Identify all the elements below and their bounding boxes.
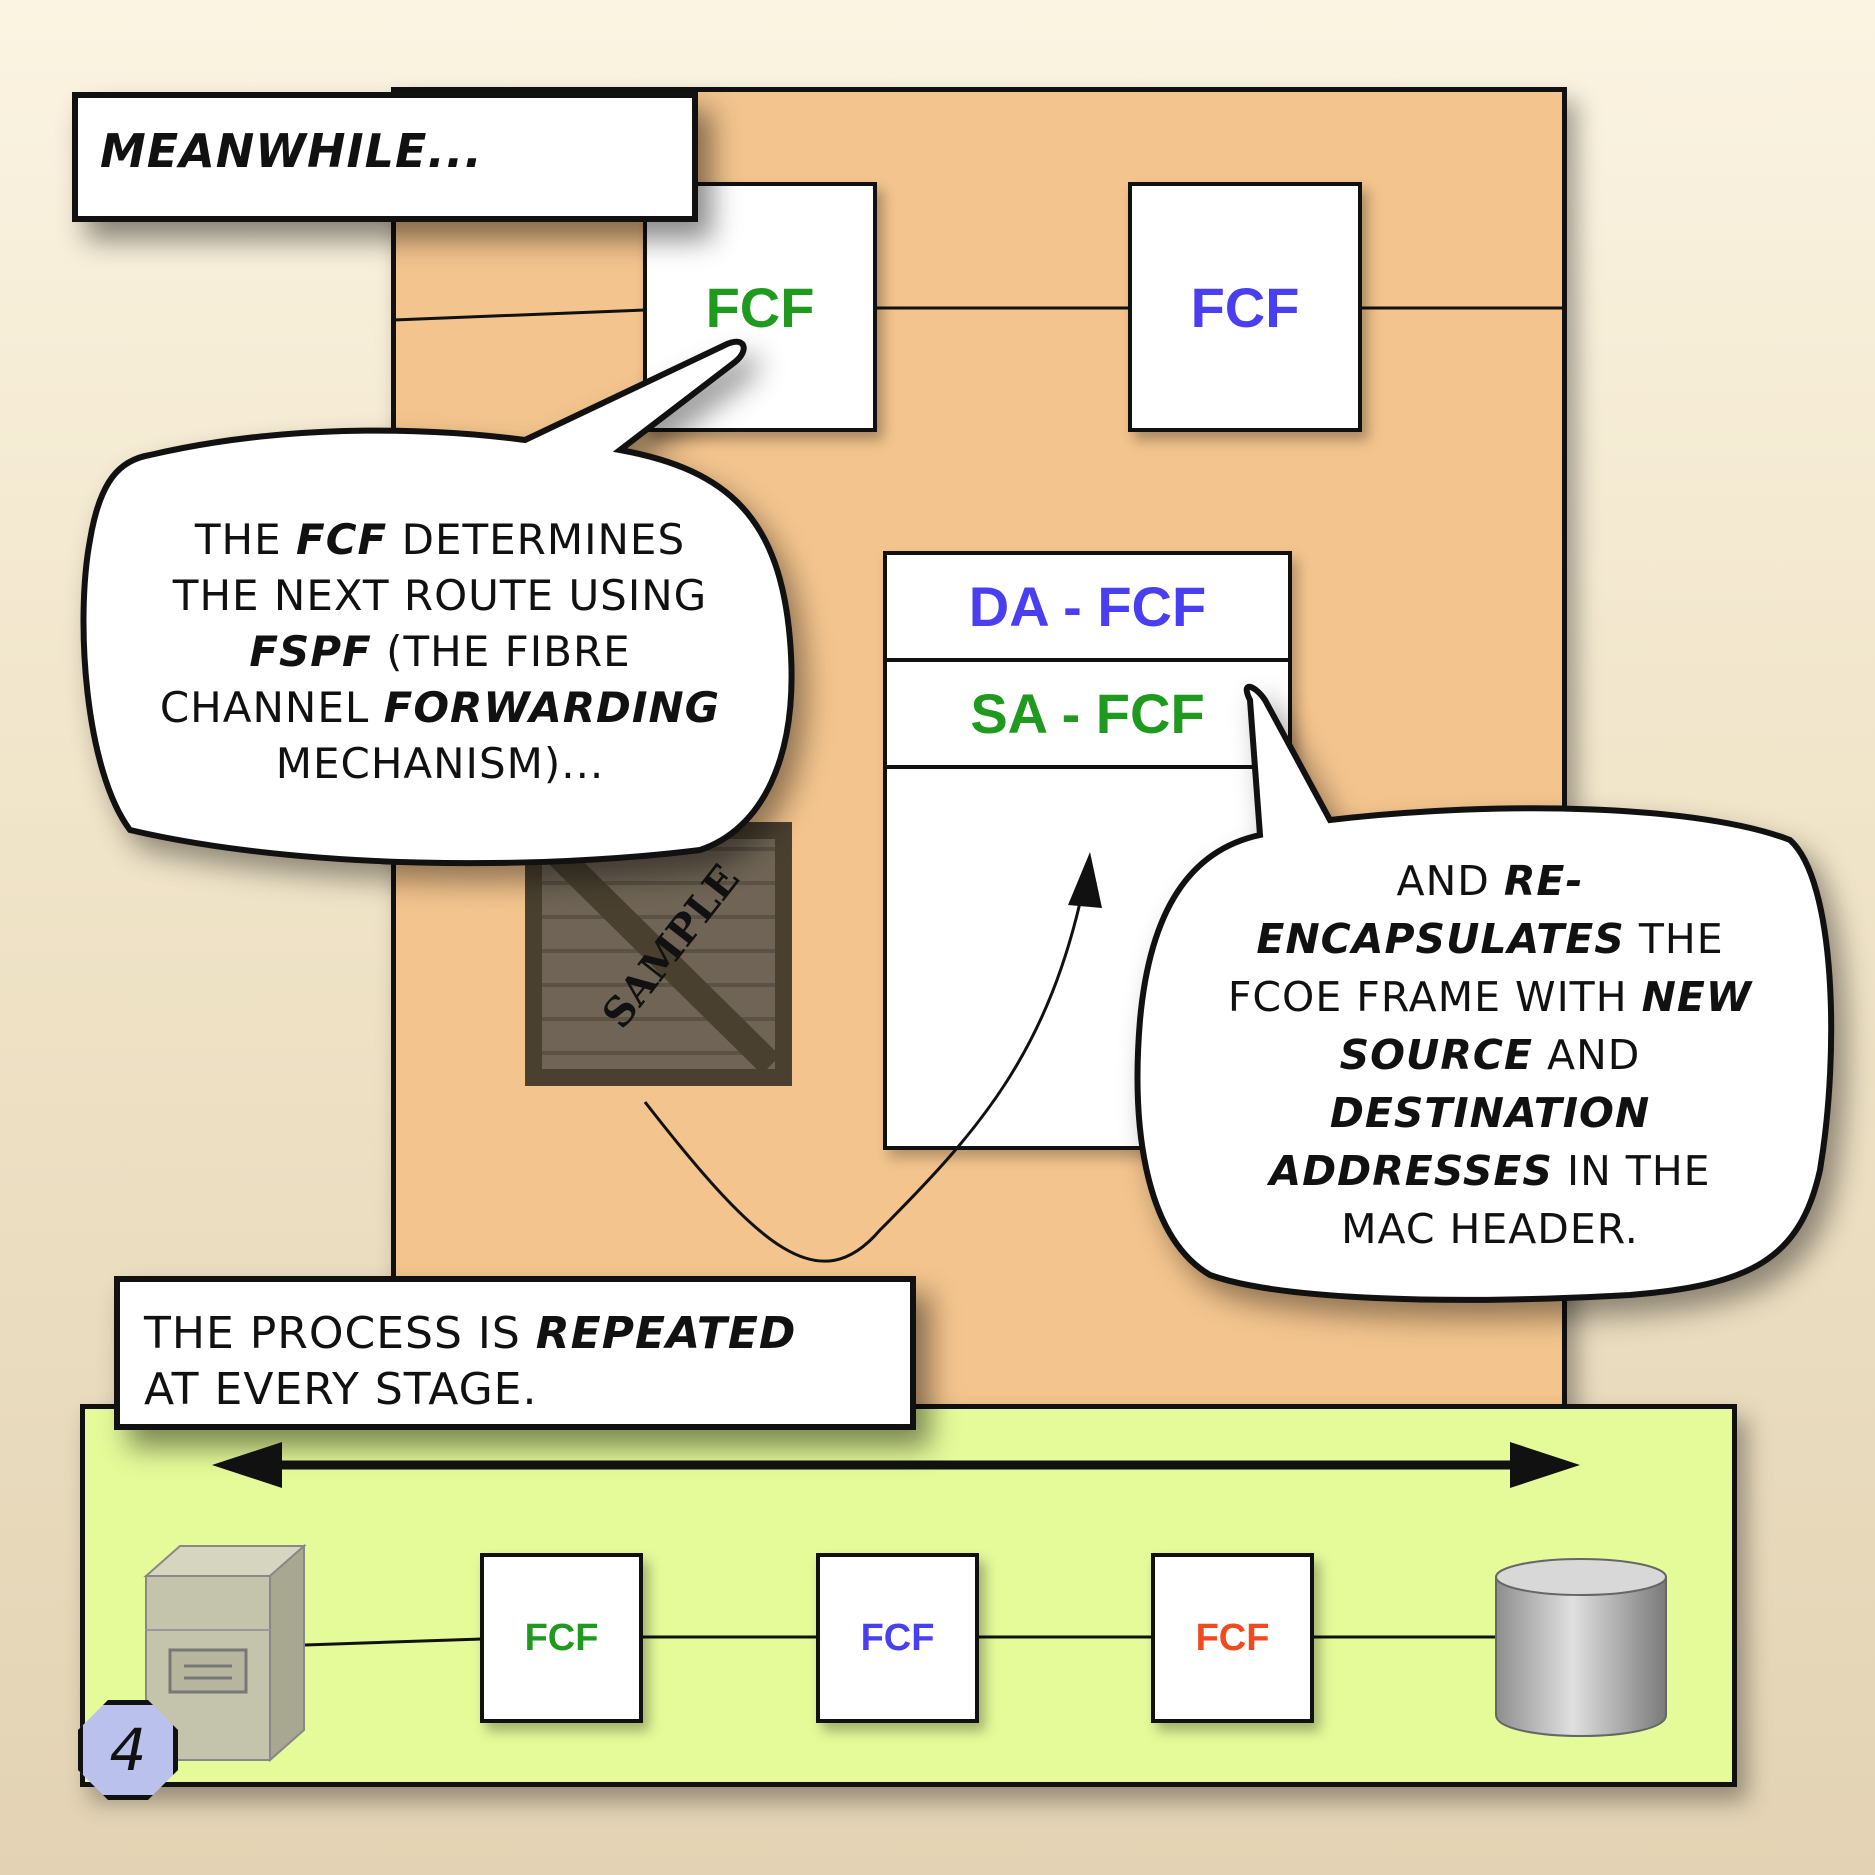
bubble-right-line: DESTINATION [1150,1084,1830,1142]
text-fragment: THE PROCESS IS [144,1308,521,1359]
bubble-left-line: THE NEXT ROUTE USING [172,571,708,620]
sa-label: SA - FCF [970,682,1205,745]
caption-meanwhile: MEANWHILE... [72,92,698,222]
caption-line: AT EVERY STAGE. [144,1364,538,1415]
fcf-label: FCF [705,275,815,339]
bubble-right-line: AND RE- [1150,852,1830,910]
bubble-left-text: THE FCF DETERMINES THE NEXT ROUTE USING … [115,512,765,792]
bubble-left-line: MECHANISM)... [275,739,605,788]
text-fragment: ENCAPSULATES [1256,915,1625,963]
arrow-left-icon [212,1442,282,1488]
text-fragment: AND [1396,857,1490,905]
fcf-switch-bottom-3: FCF [1151,1553,1314,1723]
fcf-label: FCF [1195,1616,1270,1659]
caption-text: MEANWHILE... [100,124,483,178]
text-fragment: DESTINATION [1329,1089,1651,1137]
storage-disk-icon [1495,1558,1667,1737]
fcf-label: FCF [1190,275,1300,339]
bubble-right-text: AND RE- ENCAPSULATES THE FCOE FRAME WITH… [1150,852,1830,1258]
da-label: DA - FCF [968,575,1207,638]
text-fragment: FORWARDING [383,683,721,732]
text-fragment: THE [194,515,282,564]
text-fragment: CHANNEL [159,683,370,732]
arrow-head-icon [1068,852,1102,908]
fcf-switch-bottom-2: FCF [816,1553,979,1723]
crate-image: SAMPLE [525,822,792,1086]
text-fragment: ADDRESSES [1269,1147,1553,1195]
text-fragment: RE- [1503,857,1584,905]
fcf-switch-left: FCF [643,182,877,432]
bubble-left-line: CHANNEL FORWARDING [115,680,765,736]
text-fragment: FCF [296,515,388,564]
text-fragment: THE [1638,915,1724,963]
panel-number-badge: 4 [78,1700,178,1800]
text-fragment: (THE FIBRE [386,627,631,676]
text-fragment: SOURCE [1339,1031,1533,1079]
bubble-right-line: ENCAPSULATES THE [1150,910,1830,968]
text-fragment: FSPF [249,627,372,676]
frame-sa-row: SA - FCF [887,662,1288,769]
bubble-right-line: FCOE FRAME WITH NEW [1150,968,1830,1026]
connector-line [393,308,646,322]
fcf-label: FCF [524,1616,599,1659]
panel-number: 4 [109,1716,147,1784]
text-fragment: DETERMINES [401,515,686,564]
connector-line [304,1637,483,1647]
text-fragment: REPEATED [535,1308,797,1359]
text-fragment: NEW [1641,973,1753,1021]
bubble-right-line: ADDRESSES IN THE [1150,1142,1830,1200]
bubble-left-line: THE FCF DETERMINES [115,512,765,568]
text-fragment: IN THE [1566,1147,1711,1195]
text-fragment: FCOE FRAME WITH [1227,973,1628,1021]
arrow-right-icon [1510,1442,1580,1488]
server-cabinet-icon [143,1543,307,1763]
text-fragment: AND [1547,1031,1641,1079]
bubble-right-line: SOURCE AND [1150,1026,1830,1084]
caption-repeated: THE PROCESS IS REPEATED AT EVERY STAGE. [114,1276,916,1430]
fcf-label: FCF [860,1616,935,1659]
fcf-switch-bottom-1: FCF [480,1553,643,1723]
frame-da-row: DA - FCF [887,555,1288,662]
fcf-switch-right: FCF [1128,182,1362,432]
bubble-left-line: FSPF (THE FIBRE [115,624,765,680]
bubble-right-line: MAC HEADER. [1341,1205,1639,1253]
caption-line: THE PROCESS IS REPEATED [144,1306,910,1362]
